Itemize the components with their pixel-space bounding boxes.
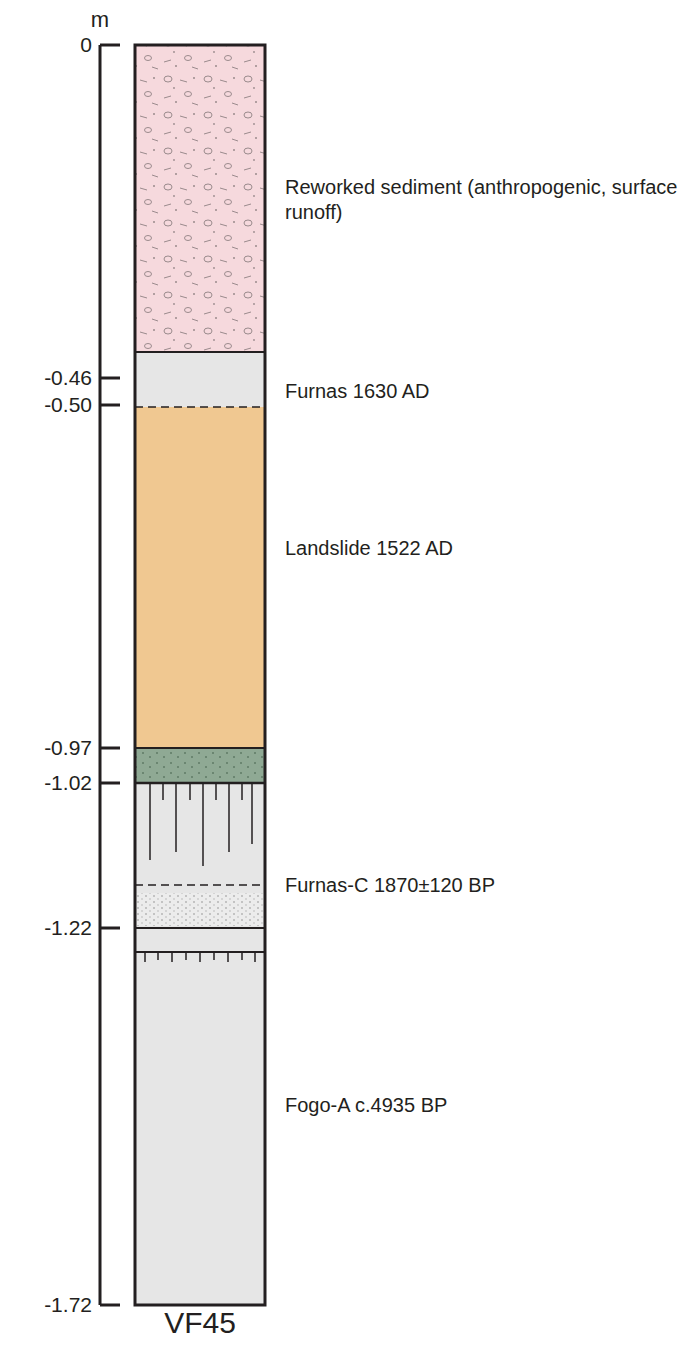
depth-value: 0 (80, 32, 92, 58)
root-marks (145, 783, 255, 962)
depth-value: -1.02 (44, 770, 92, 796)
soil-layer (135, 748, 265, 783)
layer-label: Landslide 1522 AD (285, 536, 453, 561)
depth-value: -0.50 (44, 392, 92, 418)
depth-value: -1.22 (44, 915, 92, 941)
layer-label: Fogo-A c.4935 BP (285, 1093, 447, 1118)
column-outline (135, 45, 265, 1305)
tephra-layer (135, 783, 265, 1305)
layer-boundaries (135, 352, 265, 952)
layer-label: Furnas 1630 AD (285, 379, 430, 404)
unit-label: m (91, 6, 109, 34)
core-name: VF45 (164, 1308, 236, 1338)
pumice-layer (135, 893, 265, 926)
layer-label: Reworked sediment (anthropogenic, surfac… (285, 175, 690, 225)
depth-value: -0.46 (44, 365, 92, 391)
depth-value: -0.97 (44, 735, 92, 761)
depth-scale (100, 45, 120, 1305)
furnas-1630-layer (135, 352, 265, 407)
reworked-layer (135, 45, 265, 352)
landslide-layer (135, 407, 265, 748)
layer-label: Furnas-C 1870±120 BP (285, 873, 495, 898)
depth-value: -1.72 (44, 1292, 92, 1318)
